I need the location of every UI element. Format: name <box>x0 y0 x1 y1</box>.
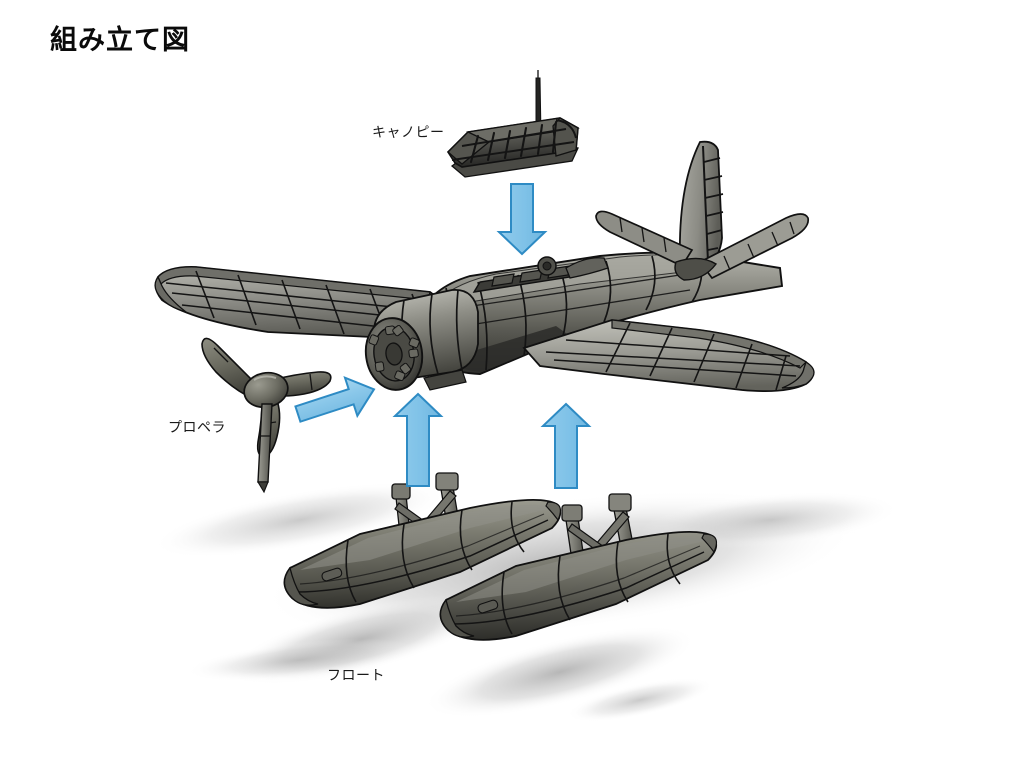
arrow-float-left <box>392 392 444 487</box>
gun-ring-inner <box>542 261 552 271</box>
arrow-canopy-shape <box>496 183 548 256</box>
propeller-blade-2-line <box>309 373 313 391</box>
float-right-deck <box>456 536 708 602</box>
propeller-spinner-highlight <box>253 375 277 381</box>
engine-hub <box>385 342 403 366</box>
arrow-float-left-shape <box>392 392 444 487</box>
canopy-rear-hoop <box>555 119 577 139</box>
float-left-strut-rear-cap <box>435 472 459 491</box>
horizontal-stab-left-ribs <box>619 217 667 253</box>
float-right-bow <box>439 598 475 638</box>
canopy-frame-rails <box>451 128 575 161</box>
arrow-float-right <box>540 402 592 489</box>
page-title: 組み立て図 <box>50 25 190 55</box>
engine-cylinders <box>368 325 420 382</box>
arrow-canopy <box>496 183 548 256</box>
horizontal-stab-right-ribs <box>723 221 795 271</box>
part-float-left[interactable] <box>283 472 562 609</box>
float-right-chine <box>451 551 705 625</box>
rudder-hinge-line <box>702 145 709 263</box>
shadow-float-right <box>423 626 697 718</box>
float-left-deck <box>300 504 552 570</box>
propeller-blade-1-line <box>213 347 229 363</box>
part-propeller[interactable] <box>201 337 332 494</box>
part-label-float: フロート <box>327 667 385 683</box>
rear-fairing <box>565 257 609 279</box>
wing-left-tip <box>154 275 187 313</box>
float-left-hatch <box>321 567 343 582</box>
float-right-strut-rear-cap <box>608 493 632 512</box>
float-left-chine <box>295 519 549 593</box>
float-right-hatch <box>477 599 499 614</box>
propeller-shaft-tip <box>257 481 269 494</box>
part-label-canopy: キャノピー <box>372 124 445 140</box>
shadow-strut-brace <box>566 677 714 723</box>
float-left-panels <box>345 501 525 603</box>
arrow-propeller-shape <box>294 376 376 423</box>
arrow-float-right-shape <box>540 402 592 489</box>
float-left-keel-line <box>299 513 545 585</box>
propeller-shaft <box>257 403 273 483</box>
wing-right <box>522 319 815 393</box>
float-right-panels <box>501 533 681 635</box>
wing-right-spars <box>545 339 801 377</box>
tail-cone <box>674 257 718 281</box>
engine-assembly <box>364 289 479 391</box>
tail-assembly <box>595 140 810 281</box>
float-right-strut-front-cap <box>561 504 583 522</box>
part-fuselage-assembly[interactable] <box>154 140 815 394</box>
engine-cowl-scoop <box>423 369 467 391</box>
shadow-propeller <box>185 638 415 682</box>
part-label-propeller: プロペラ <box>168 419 226 435</box>
part-canopy[interactable] <box>446 70 580 178</box>
propeller-blade-1 <box>201 337 257 400</box>
shadow-wing-left <box>152 482 448 558</box>
float-right-keel-line <box>455 545 701 617</box>
part-float-right[interactable] <box>439 493 718 641</box>
float-left-strut-front-cap <box>391 483 411 500</box>
arrow-propeller <box>294 376 376 423</box>
float-right-stern <box>701 533 717 554</box>
float-left-stern <box>545 501 561 522</box>
float-left-bow <box>283 566 319 606</box>
rudder-ribs <box>703 157 724 251</box>
wing-right-leading-edge <box>611 319 807 369</box>
wing-right-tip <box>781 361 815 389</box>
